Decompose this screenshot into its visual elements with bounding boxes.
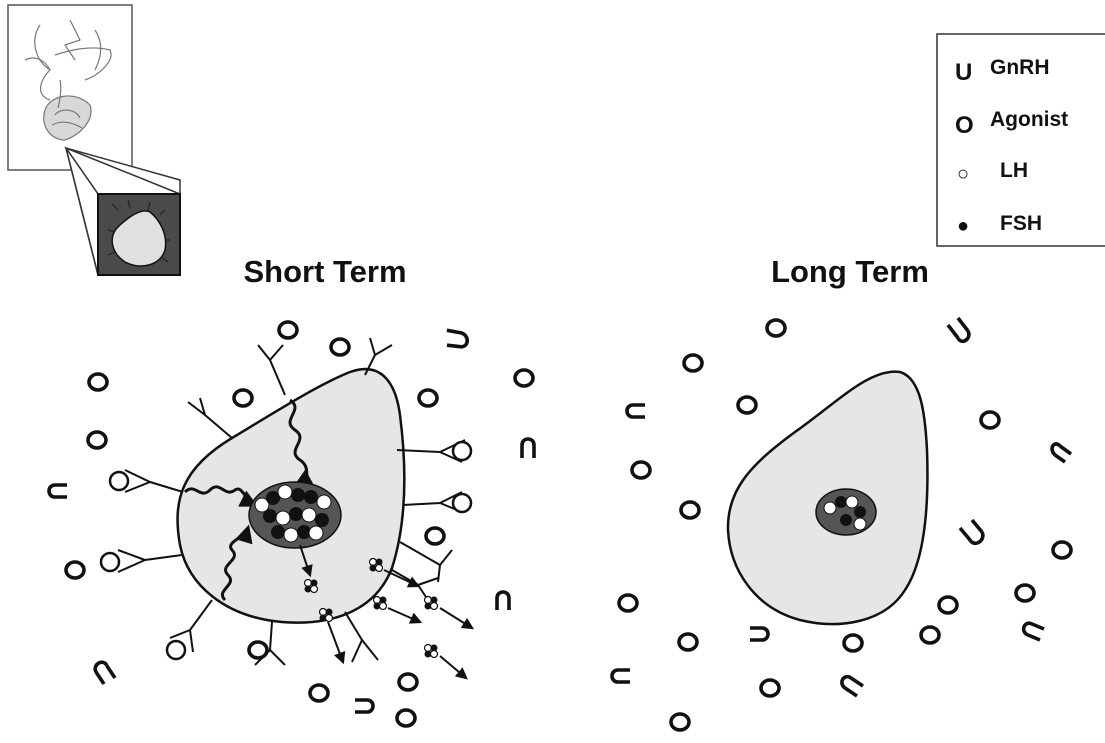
long-term-gnrh xyxy=(610,316,1073,698)
pituitary-anatomy-icon xyxy=(7,4,181,276)
short-term-secreted-hormones xyxy=(303,557,475,680)
short-term-bound-agonists xyxy=(99,440,473,661)
legend: U GnRH O Agonist ○ LH ● FSH xyxy=(936,33,1105,247)
short-term-title: Short Term xyxy=(243,254,406,289)
legend-item-gnrh: U GnRH xyxy=(955,56,1050,86)
long-term-nucleus xyxy=(815,488,877,536)
legend-label-agonist: Agonist xyxy=(990,108,1068,131)
legend-item-agonist: O Agonist xyxy=(955,108,1068,139)
legend-symbol-lh: ○ xyxy=(957,163,969,185)
long-term-panel xyxy=(610,316,1073,732)
legend-item-fsh: ● FSH xyxy=(957,212,1042,237)
legend-item-lh: ○ LH xyxy=(957,159,1028,185)
short-term-signal-arrows xyxy=(183,398,315,602)
long-term-free-agonists xyxy=(617,318,1073,732)
legend-label-fsh: FSH xyxy=(1000,212,1042,235)
legend-symbol-gnrh: U xyxy=(955,59,972,86)
legend-symbol-agonist: O xyxy=(955,112,974,139)
short-term-receptors xyxy=(117,337,466,666)
legend-label-lh: LH xyxy=(1000,159,1028,182)
long-term-title: Long Term xyxy=(771,254,929,289)
short-term-free-agonists xyxy=(64,320,535,728)
short-term-gnrh xyxy=(47,328,536,714)
short-term-panel xyxy=(47,320,536,728)
legend-label-gnrh: GnRH xyxy=(990,56,1050,79)
short-term-nucleus xyxy=(248,481,342,549)
legend-symbol-fsh: ● xyxy=(957,215,969,237)
